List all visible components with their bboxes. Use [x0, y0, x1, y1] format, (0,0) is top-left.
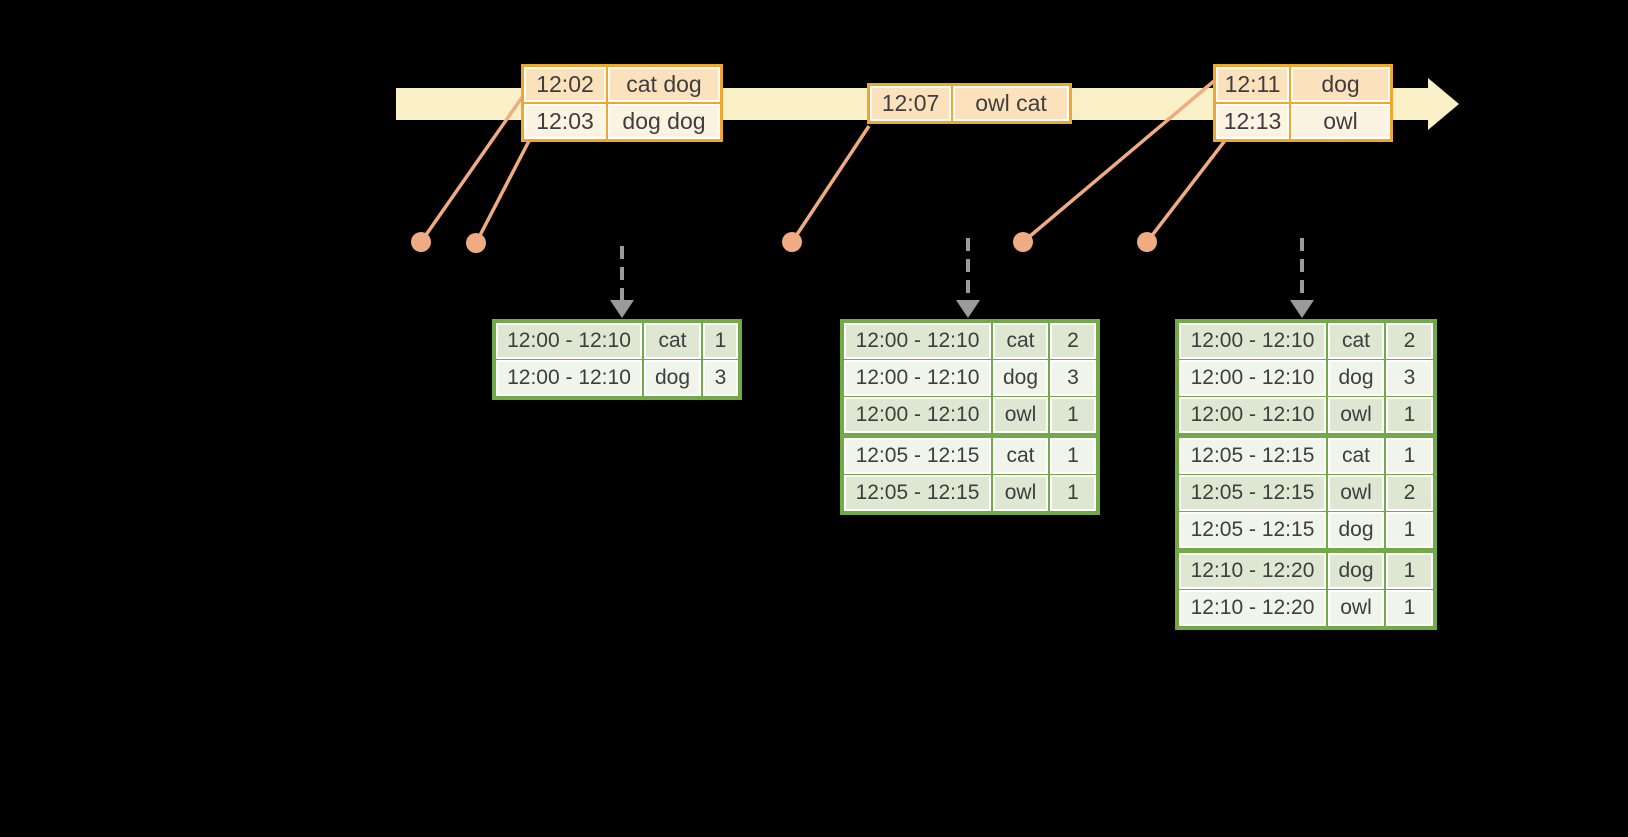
event-time-cell: 12:02 — [524, 67, 606, 102]
word-cell: dog — [1328, 553, 1384, 589]
connector-line — [1021, 79, 1216, 244]
window-cell: 12:05 - 12:15 — [844, 438, 991, 474]
connector-line — [474, 138, 532, 244]
count-cell: 3 — [703, 360, 738, 396]
count-cell: 1 — [1386, 590, 1433, 626]
count-cell: 2 — [1050, 323, 1096, 359]
word-cell: dog — [1328, 360, 1384, 396]
window-cell: 12:00 - 12:10 — [844, 360, 991, 396]
window-cell: 12:00 - 12:10 — [1179, 360, 1326, 396]
window-cell: 12:00 - 12:10 — [496, 323, 642, 359]
word-cell: dog — [993, 360, 1048, 396]
word-cell: owl — [993, 475, 1048, 511]
window-cell: 12:05 - 12:15 — [1179, 512, 1326, 548]
window-cell: 12:05 - 12:15 — [1179, 438, 1326, 474]
connector-line — [419, 94, 525, 244]
window-cell: 12:00 - 12:10 — [1179, 397, 1326, 433]
event-time-cell: 12:07 — [870, 86, 951, 121]
word-cell: dog — [644, 360, 701, 396]
count-cell: 2 — [1386, 475, 1433, 511]
window-cell: 12:00 - 12:10 — [844, 323, 991, 359]
event-dots — [411, 232, 1157, 253]
event-words-cell: owl cat — [953, 86, 1069, 121]
event-time-cell: 12:13 — [1216, 104, 1289, 139]
count-cell: 1 — [1386, 397, 1433, 433]
count-cell: 1 — [1386, 438, 1433, 474]
window-cell: 12:00 - 12:10 — [844, 397, 991, 433]
word-cell: cat — [1328, 438, 1384, 474]
count-cell: 2 — [1386, 323, 1433, 359]
window-cell: 12:10 - 12:20 — [1179, 590, 1326, 626]
event-time-cell: 12:11 — [1216, 67, 1289, 102]
event-dot — [466, 233, 486, 253]
timeline-arrowhead-icon — [1428, 78, 1459, 130]
event-dot — [1137, 232, 1157, 252]
trigger-arrowhead-icon — [610, 300, 634, 318]
trigger-arrowhead-icon — [956, 300, 980, 318]
count-cell: 1 — [1050, 397, 1096, 433]
trigger-arrowhead-icon — [1290, 300, 1314, 318]
connector-line — [790, 125, 871, 243]
word-cell: cat — [1328, 323, 1384, 359]
word-cell: dog — [1328, 512, 1384, 548]
count-cell: 1 — [1386, 553, 1433, 589]
event-words-cell: owl — [1291, 104, 1390, 139]
word-cell: owl — [1328, 590, 1384, 626]
word-cell: cat — [993, 323, 1048, 359]
trigger-arrows — [620, 238, 1304, 301]
event-words-cell: cat dog — [608, 67, 720, 102]
word-cell: cat — [644, 323, 701, 359]
event-words-cell: dog — [1291, 67, 1390, 102]
event-dot — [782, 232, 802, 252]
window-cell: 12:00 - 12:10 — [496, 360, 642, 396]
count-cell: 1 — [1386, 512, 1433, 548]
count-cell: 1 — [1050, 438, 1096, 474]
event-connector-lines — [419, 79, 1252, 244]
count-cell: 1 — [703, 323, 738, 359]
event-dot — [1013, 232, 1033, 252]
event-time-cell: 12:03 — [524, 104, 606, 139]
word-cell: owl — [993, 397, 1048, 433]
event-words-cell: dog dog — [608, 104, 720, 139]
count-cell: 1 — [1050, 475, 1096, 511]
window-cell: 12:10 - 12:20 — [1179, 553, 1326, 589]
window-cell: 12:00 - 12:10 — [1179, 323, 1326, 359]
trigger-arrowheads — [610, 300, 1314, 318]
count-cell: 3 — [1050, 360, 1096, 396]
word-cell: owl — [1328, 397, 1384, 433]
count-cell: 3 — [1386, 360, 1433, 396]
word-cell: cat — [993, 438, 1048, 474]
window-cell: 12:05 - 12:15 — [844, 475, 991, 511]
word-cell: owl — [1328, 475, 1384, 511]
window-cell: 12:05 - 12:15 — [1179, 475, 1326, 511]
event-dot — [411, 232, 431, 252]
